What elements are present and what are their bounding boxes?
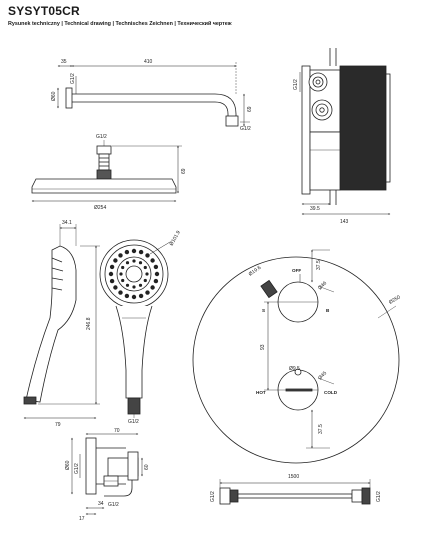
arm-dim-410: 410	[144, 59, 153, 65]
nozzle	[125, 283, 130, 287]
mixer-dim-knob2: Ø45	[317, 370, 328, 381]
overhead-shower-drawing	[31, 140, 182, 202]
nozzle	[125, 261, 130, 265]
arm-dim-diameter: Ø60	[51, 91, 57, 101]
nozzle	[143, 278, 147, 283]
nozzle	[118, 253, 123, 258]
arm-thread-bottom: G1/2	[240, 126, 251, 132]
bracket-dim-70: 70	[114, 428, 120, 434]
nozzle	[153, 278, 159, 284]
bracket-thread-2: G1/2	[108, 502, 119, 508]
overhead-diameter: Ø254	[94, 205, 106, 211]
nozzle	[138, 261, 143, 265]
mixer-dim-v3: 37.5	[318, 424, 324, 434]
nozzle	[138, 283, 143, 287]
nozzle	[108, 271, 114, 277]
hose-length: 1500	[288, 474, 299, 480]
nozzle	[131, 294, 137, 300]
hand-diameter: Ø101.9	[169, 230, 183, 247]
valve-depth: 39.5	[310, 206, 320, 212]
nozzle	[113, 285, 118, 290]
arm-dim-69: 69	[247, 106, 253, 112]
mixer-label-b: B	[326, 308, 330, 313]
hand-dim-w1: 34.1	[62, 220, 72, 226]
mixer-dim-v1: 37.5	[316, 260, 322, 270]
nozzle	[118, 290, 123, 295]
hose-thread-left: G1/2	[210, 491, 216, 502]
arm-thread-top: G1/2	[70, 73, 76, 84]
bracket-dim-diameter: Ø60	[65, 460, 71, 470]
hose-thread-right: G1/2	[376, 491, 382, 502]
drawing-subtitle: Rysunek techniczny | Technical drawing |…	[8, 21, 232, 27]
nozzle	[131, 248, 137, 254]
nozzle	[150, 285, 155, 290]
mixer-dim-small2: Ø9.5	[289, 366, 300, 372]
nozzle	[145, 290, 150, 295]
shower-arm-drawing	[57, 62, 250, 127]
nozzle	[154, 271, 160, 277]
hand-shower-side-drawing	[23, 224, 100, 419]
nozzle	[121, 278, 125, 283]
mixer-label-cold: COLD	[324, 390, 338, 395]
bracket-dim-34: 34	[98, 501, 104, 507]
valve-width: 143	[340, 219, 349, 225]
hand-dim-length: 246.8	[86, 317, 92, 330]
nozzle	[138, 293, 144, 299]
bracket-thread: G1/2	[74, 463, 80, 474]
mixer-dim-v2: 93	[260, 344, 266, 350]
mixer-label-off: OFF	[292, 268, 301, 273]
nozzle	[145, 272, 149, 276]
overhead-thread: G1/2	[96, 134, 107, 140]
nozzle	[121, 265, 125, 270]
nozzle	[138, 249, 144, 255]
bracket-dim-17: 17	[79, 516, 85, 522]
mixer-label-hot: HOT	[256, 390, 266, 395]
nozzle	[109, 278, 115, 284]
wall-bracket-drawing	[71, 433, 143, 515]
valve-thread: G1/2	[293, 79, 299, 90]
nozzle	[119, 272, 123, 276]
arm-dim-35: 35	[61, 59, 67, 65]
product-code: SYSYT05CR	[8, 4, 80, 18]
mixer-dim-knob1: Ø46	[317, 280, 328, 291]
nozzle	[132, 285, 136, 289]
nozzle	[143, 265, 147, 270]
hand-shower-nozzles	[108, 248, 160, 300]
nozzle	[145, 253, 150, 258]
nozzle	[132, 259, 136, 263]
nozzle	[124, 249, 130, 255]
hand-thread: G1/2	[128, 419, 139, 425]
nozzle	[153, 264, 159, 270]
nozzle	[150, 258, 155, 263]
hose-drawing	[219, 479, 371, 505]
hand-dim-w2: 79	[55, 422, 61, 428]
overhead-height: 69	[181, 168, 187, 174]
nozzle	[113, 258, 118, 263]
bracket-dim-60: 60	[144, 464, 150, 470]
nozzle	[124, 293, 130, 299]
hand-shower-front-drawing	[99, 239, 171, 418]
mixer-label-s: S	[262, 308, 265, 313]
mixer-plate-drawing	[192, 249, 400, 464]
valve-body-drawing	[299, 48, 391, 215]
nozzle	[109, 264, 115, 270]
mixer-dim-ring: Ø250	[388, 294, 402, 305]
